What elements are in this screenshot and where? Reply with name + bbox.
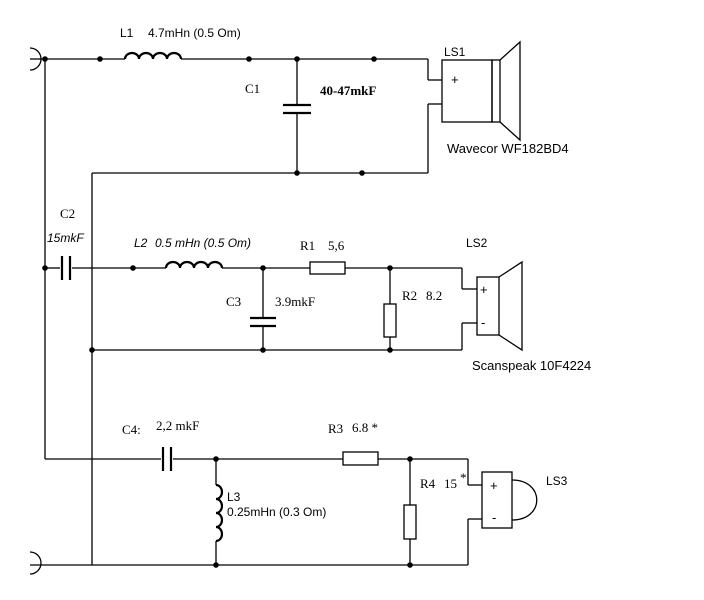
L3-name-label: L3	[227, 490, 241, 504]
C2-name-label: C2	[60, 206, 75, 221]
inductor-L3	[215, 483, 224, 543]
LS3-name-label: LS3	[546, 474, 568, 488]
LS1-model-label: Wavecor WF182BD4	[447, 141, 569, 156]
L2-value-label: 0.5 mHn (0.5 Om)	[155, 236, 251, 250]
R1-value-label: 5,6	[328, 238, 345, 253]
resistor-R1	[309, 261, 346, 275]
L1-name-label: L1	[120, 26, 134, 40]
C1-value-label: 40-47mkF	[320, 83, 376, 98]
capacitor-C3	[250, 316, 276, 328]
ls2-plus-sign: +	[480, 282, 488, 297]
capacitor-C1	[283, 103, 311, 115]
LS2-model-label: Scanspeak 10F4224	[472, 358, 591, 373]
C3-value-label: 3.9mkF	[275, 294, 315, 309]
LS2-name-label: LS2	[466, 236, 488, 250]
R4-name-label: R4	[420, 476, 436, 491]
junction-dots	[42, 56, 413, 568]
ls3-plus-sign: +	[490, 478, 498, 493]
LS1-name-label: LS1	[444, 45, 466, 59]
ls3-minus-sign: -	[492, 510, 496, 525]
speaker-LS1-symbol	[441, 40, 521, 142]
C4-value-label: 2,2 mkF	[156, 418, 199, 433]
R4-star-mark: *	[460, 470, 467, 485]
C1-name-label: C1	[245, 81, 260, 96]
inductor-L2	[164, 260, 224, 269]
R3-value-label: 6.8 *	[352, 420, 378, 435]
resistor-R4	[403, 504, 417, 540]
L3-value-label: 0.25mHn (0.3 Om)	[227, 505, 326, 519]
L1-value-label: 4.7mHn (0.5 Om)	[148, 26, 241, 40]
C2-value-label: 15mkF	[47, 231, 84, 245]
L2-name-label: L2	[134, 236, 148, 250]
R2-value-label: 8.2	[426, 288, 442, 303]
ls1-plus-sign: +	[451, 72, 459, 87]
R4-value-label: 15	[444, 476, 457, 491]
resistor-R2	[383, 303, 397, 338]
R3-name-label: R3	[328, 421, 343, 436]
speaker-LS3-symbol	[481, 471, 538, 529]
inductor-L1	[123, 51, 183, 60]
input-terminal-bottom	[29, 551, 42, 575]
resistor-R3	[342, 451, 379, 466]
C4-name-label: C4:	[122, 422, 141, 437]
R2-name-label: R2	[402, 288, 417, 303]
capacitor-C4	[161, 447, 173, 471]
C3-name-label: C3	[226, 294, 241, 309]
R1-name-label: R1	[300, 238, 315, 253]
ls2-minus-sign: -	[481, 315, 485, 330]
capacitor-C2	[60, 256, 72, 280]
speaker-LS2-symbol	[476, 260, 523, 352]
